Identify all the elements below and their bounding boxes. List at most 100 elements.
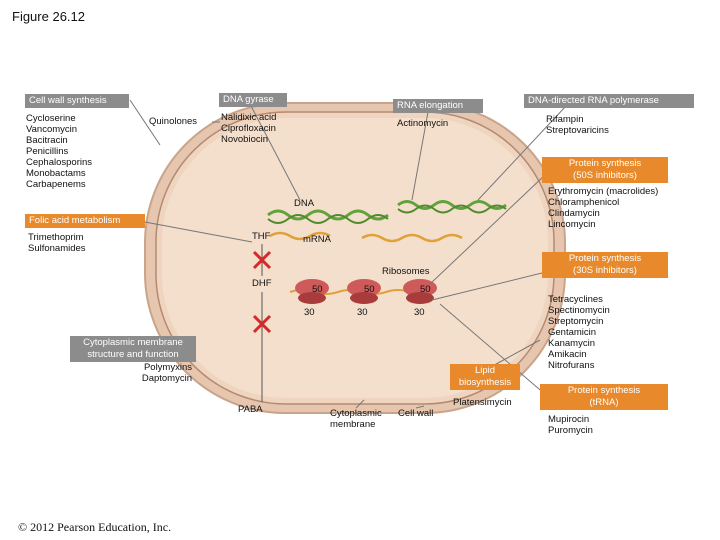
dna-label: DNA [294, 198, 315, 209]
protein-trna-heading-line2: (tRNA) [589, 397, 619, 408]
lipid-heading-line2: biosynthesis [458, 377, 512, 388]
drug-mupirocin: Mupirocin [548, 414, 590, 425]
membrane-heading-line2: structure and function [87, 349, 179, 360]
cytoplasmic-membrane-label-line2: membrane [330, 419, 376, 430]
drug-puromycin: Puromycin [548, 425, 593, 436]
leader-30s [431, 271, 547, 301]
drug-monobactams: Monobactams [26, 168, 86, 179]
protein-30s-heading-line1: Protein synthesis [568, 253, 642, 264]
drug-clindamycin: Clindamycin [548, 208, 600, 219]
cytoplasmic-membrane-label: Cytoplasmic membrane [330, 408, 382, 430]
leader-rna-polymerase [477, 105, 567, 201]
rna-polymerase-heading: DNA-directed RNA polymerase [524, 94, 694, 108]
leader-cell-wall [129, 99, 161, 146]
drug-cycloserine: Cycloserine [26, 113, 76, 124]
drug-vancomycin: Vancomycin [26, 124, 78, 135]
protein-trna-heading: Protein synthesis (tRNA) [540, 384, 668, 410]
cell-wall-drug-list: Cycloserine Vancomycin Bacitracin Penici… [26, 113, 92, 190]
cell-wall-label: Cell wall [398, 408, 434, 419]
mrna-strand-2 [361, 233, 463, 243]
dhf-label: DHF [252, 278, 272, 289]
dna-strand-2 [267, 214, 389, 224]
thf-label: THF [252, 231, 271, 242]
drug-streptomycin: Streptomycin [548, 316, 604, 327]
protein-trna-drug-list: Mupirocin Puromycin [548, 414, 593, 436]
drug-spectinomycin: Spectinomycin [548, 305, 610, 316]
protein-50s-heading-line2: (50S inhibitors) [573, 170, 637, 181]
ribosome-1-50-label: 50 [312, 284, 323, 295]
drug-nalidixic-acid: Nalidixic acid [221, 112, 277, 123]
leader-trna [439, 303, 547, 396]
drug-tetracyclines: Tetracyclines [548, 294, 603, 305]
membrane-drug-list: Polymyxins Daptomycin [100, 362, 192, 384]
ribosome-1 [295, 279, 329, 304]
drug-chloramphenicol: Chloramphenicol [548, 197, 620, 208]
protein-50s-drug-list: Erythromycin (macrolides) Chloramphenico… [548, 186, 658, 230]
membrane-heading-line1: Cytoplasmic membrane [83, 337, 183, 348]
lipid-heading-line1: Lipid [474, 365, 496, 376]
ribosomes-label: Ribosomes [382, 266, 430, 277]
drug-bacitracin: Bacitracin [26, 135, 68, 146]
protein-30s-heading-line2: (30S inhibitors) [573, 265, 637, 276]
drug-ciprofloxacin: Ciprofloxacin [221, 123, 276, 134]
mrna-label: mRNA [303, 234, 331, 245]
drug-penicillins: Penicillins [26, 146, 69, 157]
drug-erythromycin: Erythromycin (macrolides) [548, 186, 659, 197]
protein-50s-heading-line1: Protein synthesis [568, 158, 642, 169]
protein-30s-drug-list: Tetracyclines Spectinomycin Streptomycin… [548, 294, 610, 371]
drug-actinomycin: Actinomycin [397, 118, 449, 129]
leader-cyto-membrane [355, 399, 365, 409]
dna-strand-4 [397, 204, 507, 214]
drug-streptovaricins: Streptovaricins [546, 125, 609, 136]
dna-gyrase-drug-list: Nalidixic acid Ciprofloxacin Novobiocin [221, 112, 276, 145]
dna-gyrase-heading: DNA gyrase [219, 93, 287, 107]
figure-title: Figure 26.12 [12, 9, 85, 24]
ribosome-2-30-label: 30 [357, 307, 368, 318]
ribosome-2 [347, 279, 381, 304]
drug-polymyxins: Polymyxins [143, 362, 192, 373]
rna-polymerase-drug-list: Rifampin Streptovaricins [546, 114, 609, 136]
block-x-thf [252, 250, 272, 270]
drug-platensimycin: Platensimycin [453, 397, 512, 408]
drug-cephalosporins: Cephalosporins [26, 157, 93, 168]
mrna-strand-1 [269, 231, 331, 241]
folic-acid-drug-list: Trimethoprim Sulfonamides [28, 232, 86, 254]
drug-amikacin: Amikacin [548, 349, 587, 360]
lipid-heading: Lipid biosynthesis [450, 364, 520, 390]
drug-rifampin: Rifampin [546, 114, 584, 125]
folic-acid-heading: Folic acid metabolism [25, 214, 145, 228]
drug-gentamicin: Gentamicin [548, 327, 597, 338]
drug-trimethoprim: Trimethoprim [28, 232, 84, 243]
drug-novobiocin: Novobiocin [221, 134, 268, 145]
cytoplasm [162, 118, 548, 398]
membrane-heading: Cytoplasmic membrane structure and funct… [70, 336, 196, 362]
protein-trna-heading-line1: Protein synthesis [567, 385, 641, 396]
drug-carbapenems: Carbapenems [26, 179, 86, 190]
ribosome-3-50-label: 50 [420, 284, 431, 295]
cytoplasmic-membrane-label-line1: Cytoplasmic [330, 408, 382, 419]
drug-lincomycin: Lincomycin [548, 219, 596, 230]
cell-wall-synthesis-heading: Cell wall synthesis [25, 94, 129, 108]
drug-kanamycin: Kanamycin [548, 338, 595, 349]
leader-50s [429, 175, 545, 285]
drug-daptomycin: Daptomycin [141, 373, 192, 384]
leader-gyrase [249, 103, 301, 201]
quinolones-label: Quinolones [149, 116, 198, 127]
drug-nitrofurans: Nitrofurans [548, 360, 595, 371]
protein-30s-heading: Protein synthesis (30S inhibitors) [542, 252, 668, 278]
dna-strand-3 [397, 200, 507, 210]
copyright-notice: © 2012 Pearson Education, Inc. [18, 520, 172, 534]
protein-50s-heading: Protein synthesis (50S inhibitors) [542, 157, 668, 183]
ribosome-1-30-label: 30 [304, 307, 315, 318]
leader-folic [144, 221, 253, 243]
drug-sulfonamides: Sulfonamides [28, 243, 86, 254]
paba-label: PABA [238, 404, 263, 415]
rna-elongation-heading: RNA elongation [393, 99, 483, 113]
dna-strand-1 [267, 209, 389, 221]
block-x-dhf [252, 314, 272, 334]
leader-rna-elongation [411, 111, 429, 201]
ribosome-3-30-label: 30 [414, 307, 425, 318]
leader-cell-wall-label [415, 405, 425, 409]
